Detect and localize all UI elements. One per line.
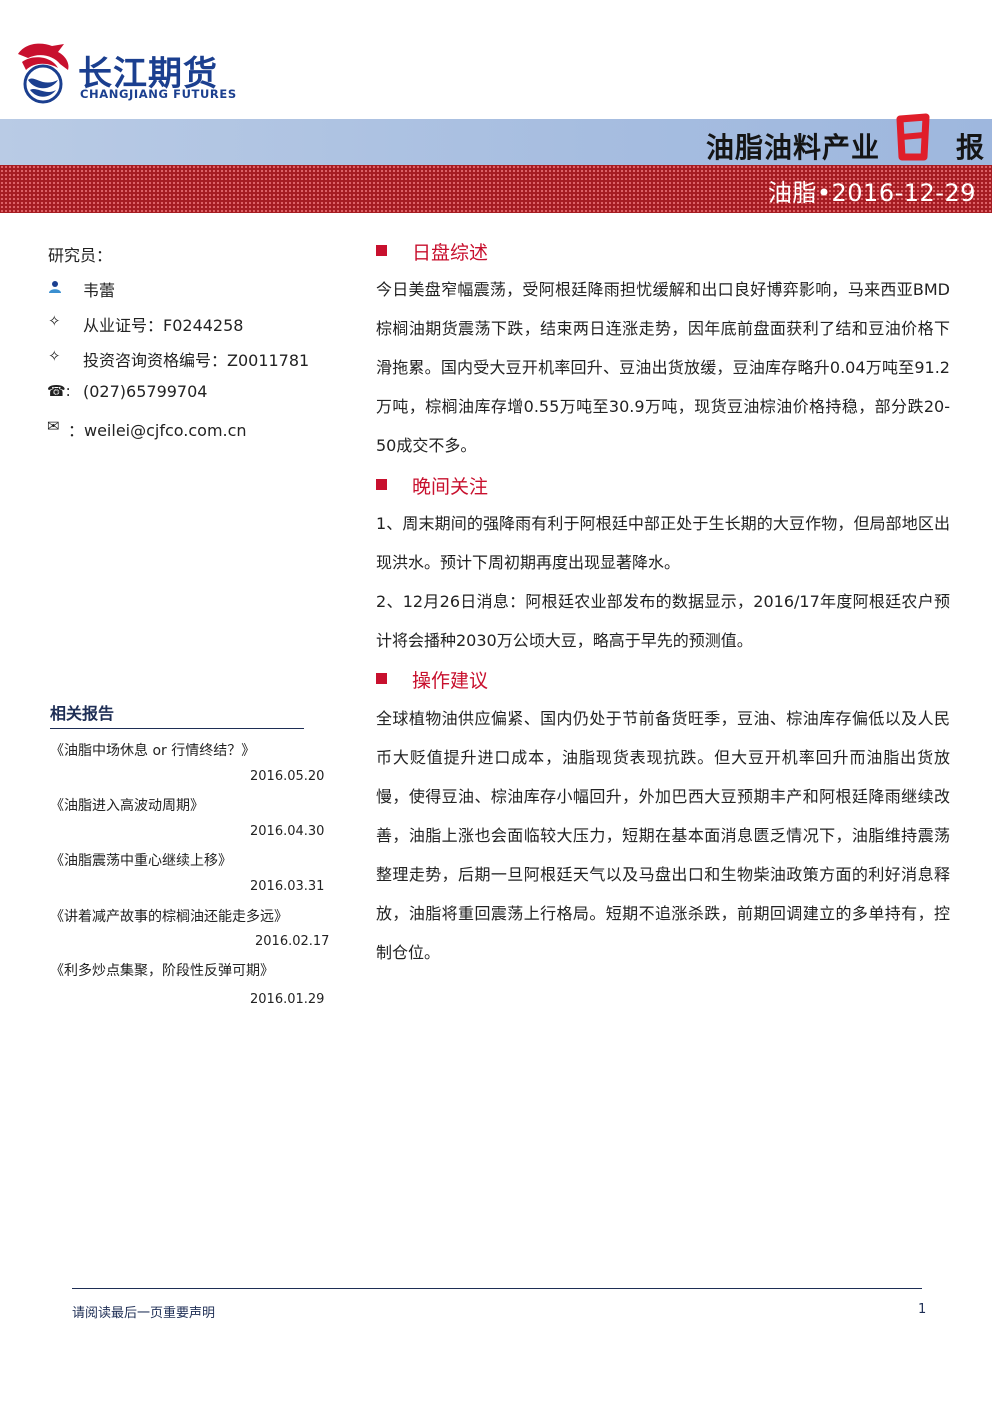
researcher-email[interactable]: ：weilei@cjfco.com.cn xyxy=(68,421,247,440)
related-report-date: 2016.04.30 xyxy=(250,824,325,839)
footer-disclaimer-note: 请阅读最后一页重要声明 xyxy=(72,1306,216,1321)
researcher-phone: (027)65799704 xyxy=(83,382,208,401)
square-bullet-icon xyxy=(376,245,387,256)
advice-paragraph: 全球植物油供应偏紧、国内仍处于节前备货旺季，豆油、棕油库存偏低以及人民币大贬值提… xyxy=(376,709,950,962)
ri-character-graphic: 日 xyxy=(896,113,930,161)
related-report-title[interactable]: 《油脂中场休息 or 行情终结？》 xyxy=(50,743,256,759)
report-title: 油脂油料产业 xyxy=(705,131,880,164)
logo-english-name: CHANGJIANG FUTURES xyxy=(80,87,237,101)
evening-item-2: 2、12月26日消息：阿根廷农业部发布的数据显示，2016/17年度阿根廷农户预… xyxy=(376,592,950,650)
diamond-star-icon: ✧ xyxy=(48,347,61,365)
related-report-title[interactable]: 《利多炒点集聚，阶段性反弹可期》 xyxy=(50,963,274,979)
square-bullet-icon xyxy=(376,673,387,684)
section-title: 操作建议 xyxy=(412,670,489,692)
envelope-icon: ✉ xyxy=(47,417,60,435)
title-banner: 油脂油料产业 日 报 xyxy=(0,113,992,165)
related-report-date: 2016.02.17 xyxy=(255,934,330,949)
related-report-title[interactable]: 《油脂进入高波动周期》 xyxy=(50,798,204,814)
advisor-certificate: 投资咨询资格编号：Z0011781 xyxy=(83,351,310,370)
page-number: 1 xyxy=(918,1302,927,1317)
report-title-suffix: 报 xyxy=(955,131,984,164)
related-report-date: 2016.03.31 xyxy=(250,879,325,894)
report-date: 油脂•2016-12-29 xyxy=(767,179,976,207)
section-title: 日盘综述 xyxy=(412,242,489,264)
section-title: 晚间关注 xyxy=(412,476,489,498)
logo-chinese-name: 长江期货 xyxy=(78,54,218,94)
related-report-date: 2016.01.29 xyxy=(250,992,325,1007)
practice-certificate: 从业证号：F0244258 xyxy=(83,316,244,335)
related-reports-heading: 相关报告 xyxy=(50,700,304,729)
diamond-star-icon: ✧ xyxy=(48,312,61,330)
square-bullet-icon xyxy=(376,479,387,490)
related-report-title[interactable]: 《油脂震荡中重心继续上移》 xyxy=(50,853,232,869)
related-report-title[interactable]: 《讲着减产故事的棕榈油还能走多远》 xyxy=(50,909,288,925)
researcher-name: 韦蕾 xyxy=(83,281,116,300)
person-icon xyxy=(49,281,61,293)
evening-item-1: 1、周末期间的强降雨有利于阿根廷中部正处于生长期的大豆作物，但局部地区出现洪水。… xyxy=(376,514,950,572)
researcher-label: 研究员： xyxy=(48,246,113,265)
related-report-date: 2016.05.20 xyxy=(250,769,325,784)
footer-divider xyxy=(72,1288,922,1289)
daily-summary-paragraph: 今日美盘窄幅震荡，受阿根廷降雨担忧缓解和出口良好博弈影响，马来西亚BMD棕榈油期… xyxy=(376,280,950,455)
company-logo: 长江期货 CHANGJIANG FUTURES xyxy=(12,40,252,106)
dragon-logo-icon xyxy=(18,43,69,104)
date-banner: 油脂•2016-12-29 xyxy=(0,165,992,213)
phone-icon: ☎: xyxy=(47,382,71,400)
